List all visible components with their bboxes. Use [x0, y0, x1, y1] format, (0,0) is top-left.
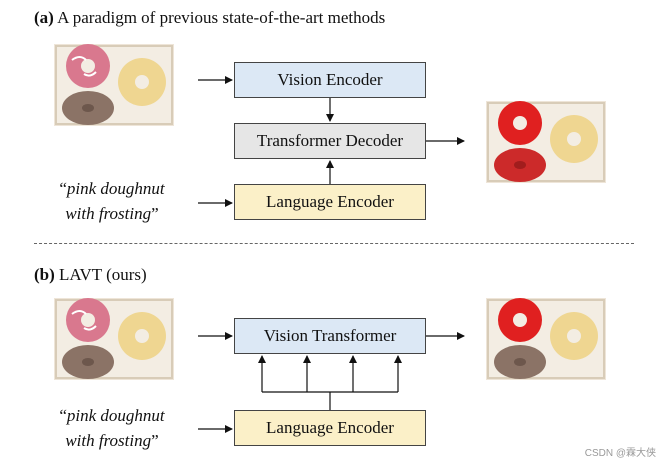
section-b-title: LAVT (ours): [59, 265, 147, 284]
query-line2-b: with frosting: [65, 431, 152, 450]
section-divider: [34, 243, 634, 244]
close-quote-b: ”: [151, 431, 159, 450]
vision-transformer-box: Vision Transformer: [234, 318, 426, 354]
transformer-decoder-box: Transformer Decoder: [234, 123, 426, 159]
query-line1-b: pink doughnut: [66, 406, 165, 425]
input-image-b: [54, 298, 174, 380]
vision-encoder-box: Vision Encoder: [234, 62, 426, 98]
query-text-b: “pink doughnut with frosting”: [42, 403, 182, 453]
query-text-a: “pink doughnut with frosting”: [42, 176, 182, 226]
output-image-b: [486, 298, 606, 380]
output-image-a: [486, 101, 606, 183]
input-image-a: [54, 44, 174, 126]
query-line2-a: with frosting: [65, 204, 152, 223]
language-encoder-box-b: Language Encoder: [234, 410, 426, 446]
query-line1-a: pink doughnut: [66, 179, 165, 198]
section-b-heading: (b) LAVT (ours): [34, 265, 147, 285]
section-a-title: A paradigm of previous state-of-the-art …: [57, 8, 386, 27]
language-encoder-box-a: Language Encoder: [234, 184, 426, 220]
section-b-label: (b): [34, 265, 55, 284]
open-quote-b: “: [59, 406, 67, 425]
section-a-label: (a): [34, 8, 54, 27]
open-quote-a: “: [59, 179, 67, 198]
close-quote-a: ”: [151, 204, 159, 223]
watermark-text: CSDN @霖大侠: [584, 448, 656, 459]
section-a-heading: (a) A paradigm of previous state-of-the-…: [34, 8, 385, 28]
